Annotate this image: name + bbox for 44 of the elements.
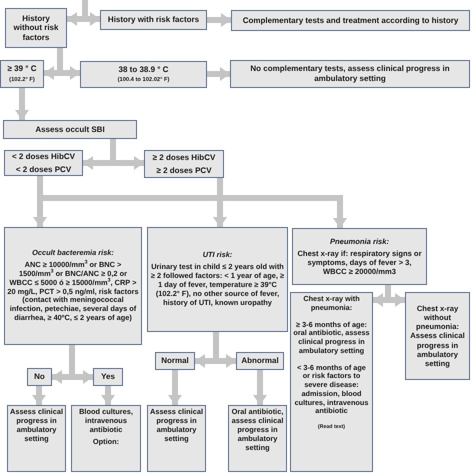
process-box [27, 368, 52, 386]
process-box [144, 150, 224, 178]
process-box [7, 405, 66, 472]
process-box [228, 405, 287, 472]
node-text: Yes [101, 372, 115, 382]
process-box [147, 227, 288, 332]
process-box [290, 292, 373, 472]
arrow [168, 370, 182, 405]
node-text: ≥ 2 doses PCV [156, 166, 212, 176]
process-box [3, 120, 137, 139]
node-text: ≥ 39 ° C [8, 64, 36, 74]
arrow [32, 386, 46, 405]
process-box [292, 228, 427, 285]
process-box [100, 10, 207, 30]
process-box [155, 352, 195, 370]
process-box [230, 60, 470, 88]
process-box [4, 227, 142, 345]
node-text: < 2 doses PCV [16, 164, 72, 174]
node-text: ≥ 2 doses HibCV [152, 152, 216, 162]
process-box [93, 368, 123, 386]
node-text: 38 to 38.9 ° C [118, 64, 168, 74]
process-box [231, 10, 470, 31]
arrow [101, 386, 115, 405]
node-text: < 2 doses HibCV [12, 152, 75, 162]
node-text: Normal [161, 356, 189, 366]
arrow [15, 88, 29, 120]
process-box [5, 8, 67, 48]
arrow [207, 67, 230, 81]
process-box [405, 292, 470, 380]
node-text: Assess occult SBI [35, 124, 105, 134]
node-text: History with risk factors [108, 15, 200, 25]
node-text: No complementary tests, assess clinical progress in ambulatory setting [249, 64, 451, 84]
arrow [253, 370, 267, 405]
process-box [80, 61, 207, 88]
arrow [207, 13, 231, 27]
node-text: History without risk factors [12, 14, 60, 42]
node-text: Complementary tests and treatment according to history [242, 16, 458, 26]
process-box [71, 405, 141, 472]
process-box [236, 352, 284, 370]
process-box [0, 60, 44, 88]
node-text: No [34, 372, 45, 382]
process-box [147, 405, 206, 472]
node-text: Abnormal [241, 356, 279, 366]
process-box [4, 150, 83, 176]
